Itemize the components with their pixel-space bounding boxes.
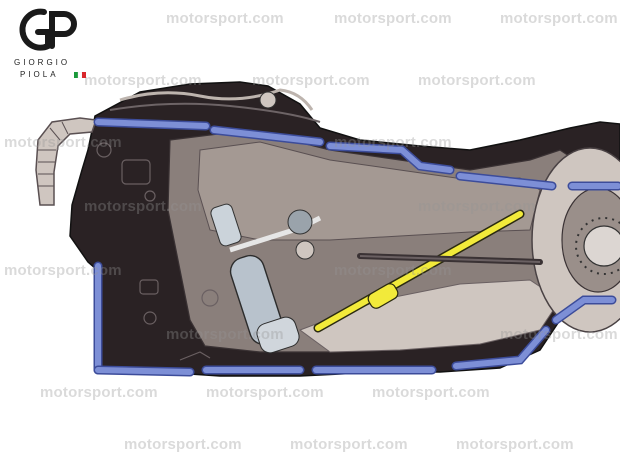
exhaust-pipe-ribs	[38, 121, 69, 187]
top-pipework-2	[109, 102, 321, 123]
giorgio-piola-logo: GIORGIO PIOLA	[8, 6, 94, 84]
differential-bolt-ring	[575, 217, 620, 275]
logo-text-first-name: GIORGIO	[14, 58, 71, 67]
top-pipework	[119, 88, 314, 111]
differential-hub	[583, 225, 620, 267]
gp-monogram-icon	[19, 8, 77, 51]
damper-assembly	[210, 203, 322, 354]
top-fitting	[259, 91, 277, 109]
exhaust-pipe	[35, 117, 98, 206]
chassis-details	[96, 142, 219, 361]
blue-highlight-upper	[93, 117, 620, 191]
blue-highlight-lower	[93, 261, 617, 377]
suspension-arm-highlight	[359, 255, 541, 263]
logo-text-last-name: PIOLA	[20, 70, 59, 79]
yellow-highlight-rod	[313, 209, 525, 333]
italian-flag-icon	[74, 72, 86, 78]
lower-casing-sweep	[298, 279, 561, 353]
